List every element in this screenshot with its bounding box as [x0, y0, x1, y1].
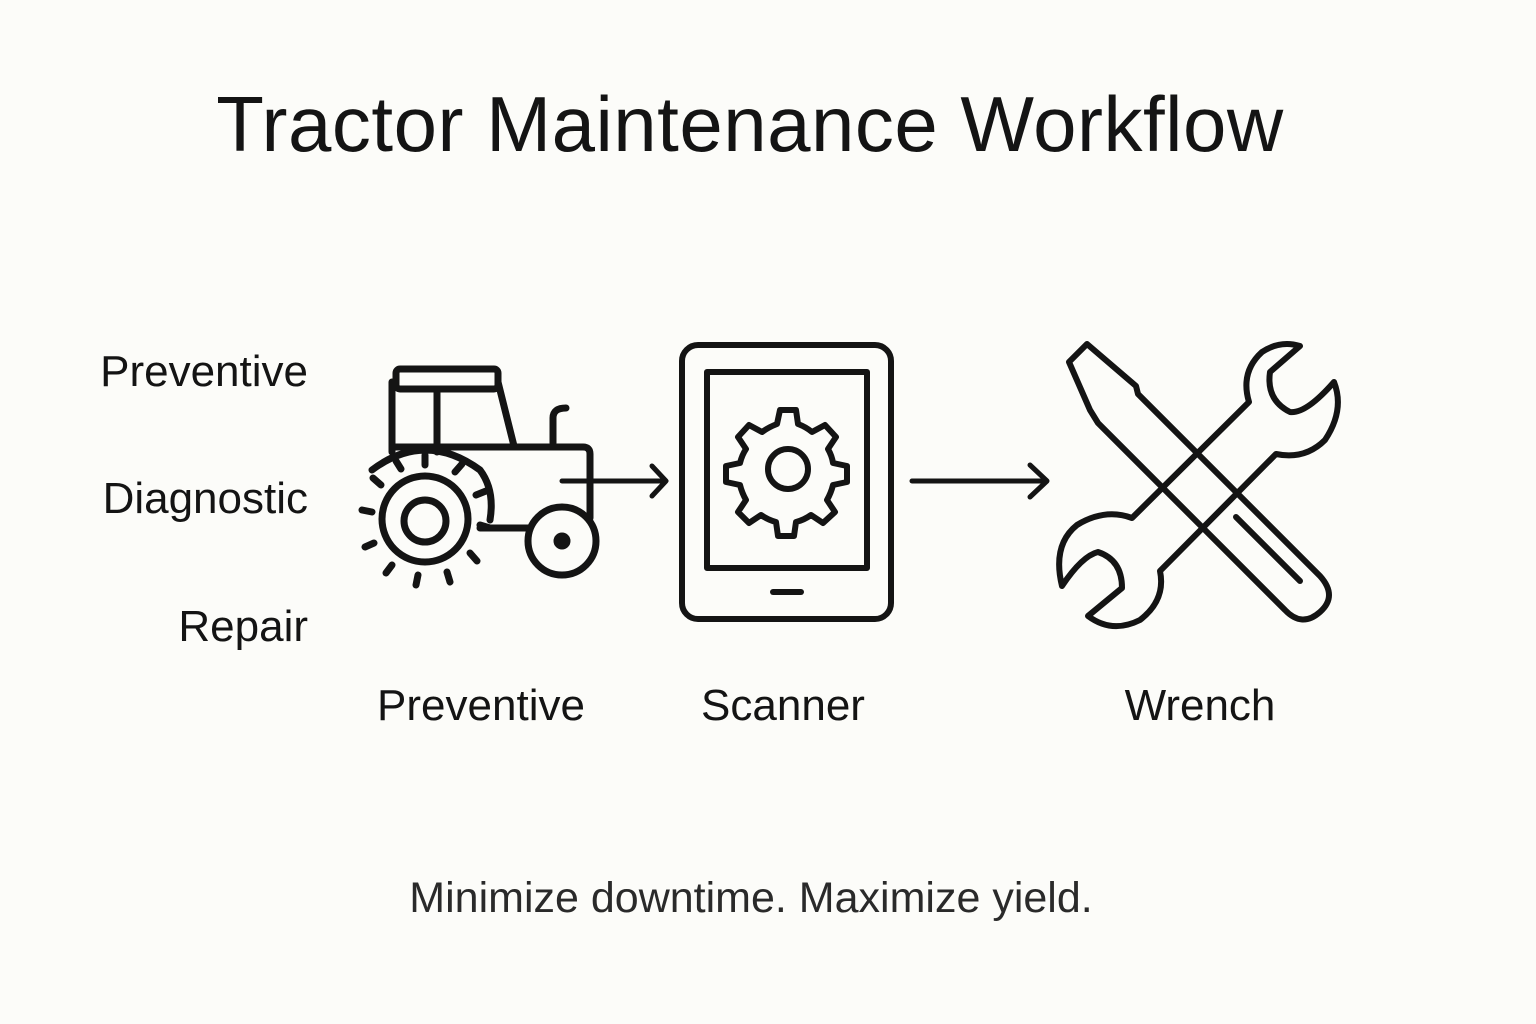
step-label-wrench: Wrench	[1124, 681, 1276, 730]
diagram-title: Tractor Maintenance Workflow	[216, 80, 1284, 168]
step-label-preventive: Preventive	[377, 681, 585, 730]
wrench-screwdriver-icon	[1056, 341, 1341, 629]
category-label-repair: Repair	[178, 602, 308, 651]
tablet-scanner-icon	[679, 342, 894, 622]
arrow-1	[559, 463, 669, 499]
arrow-2	[909, 462, 1050, 500]
tractor-icon	[358, 365, 600, 589]
category-label-diagnostic: Diagnostic	[102, 474, 308, 523]
category-label-preventive: Preventive	[100, 347, 308, 396]
tagline: Minimize downtime. Maximize yield.	[409, 874, 1093, 922]
step-label-scanner: Scanner	[701, 681, 865, 730]
